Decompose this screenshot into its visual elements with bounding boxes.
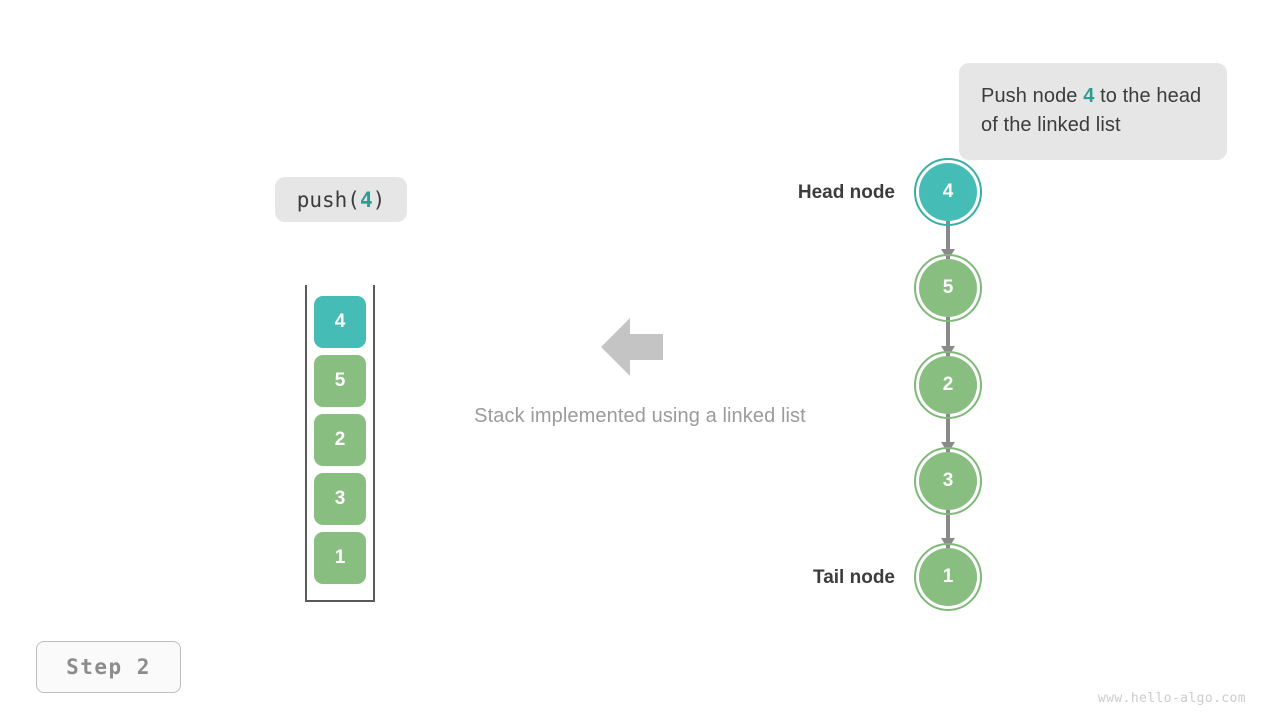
node-ring [914, 447, 982, 515]
tail-node-label: Tail node [813, 567, 895, 588]
node-ring [914, 351, 982, 419]
operation-suffix: ) [372, 187, 386, 212]
head-node-label: Head node [797, 182, 895, 203]
tooltip-highlight-value: 4 [1083, 85, 1095, 107]
linked-list-node: 3 [914, 447, 982, 515]
stack-cell: 2 [314, 414, 366, 466]
stack-cell-list: 4 5 2 3 1 [314, 296, 366, 584]
stack-rail-right [373, 285, 375, 602]
node-ring [914, 254, 982, 322]
linked-list-node: 2 [914, 351, 982, 419]
node-value: 4 [942, 181, 954, 202]
operation-chip: push(4) [275, 177, 407, 222]
node-value: 1 [942, 566, 954, 587]
stack-rail-bottom [305, 600, 375, 602]
linked-list-node: 1 [914, 543, 982, 611]
operation-text: push(4) [297, 188, 386, 212]
node-value: 5 [942, 277, 954, 298]
stack-rail-left [305, 285, 307, 602]
node-ring [914, 158, 982, 226]
stack-cell: 4 [314, 296, 366, 348]
tooltip-part1: Push node [981, 85, 1084, 107]
tooltip-part2: to the head of the linked list [981, 85, 1202, 136]
tooltip-callout: Push node 4 to the head of the linked li… [959, 63, 1227, 160]
node-value: 2 [942, 374, 954, 395]
stack-cell: 5 [314, 355, 366, 407]
node-value: 3 [942, 470, 954, 491]
node-ring [914, 543, 982, 611]
step-badge: Step 2 [36, 641, 181, 693]
stack-container: 4 5 2 3 1 [305, 285, 375, 602]
operation-value: 4 [359, 187, 373, 212]
operation-prefix: push( [296, 187, 360, 212]
watermark: www.hello-algo.com [1097, 691, 1246, 706]
diagram-caption: Stack implemented using a linked list [474, 405, 806, 427]
stack-cell: 1 [314, 532, 366, 584]
linked-list-node: 5 [914, 254, 982, 322]
left-arrow-icon [601, 318, 663, 376]
linked-list: Head node Tail node 4 5 2 3 1 [740, 155, 982, 615]
stack-cell: 3 [314, 473, 366, 525]
linked-list-node: 4 [914, 158, 982, 226]
tooltip-text: Push node 4 to the head of the linked li… [981, 82, 1205, 140]
step-badge-label: Step 2 [66, 655, 151, 679]
